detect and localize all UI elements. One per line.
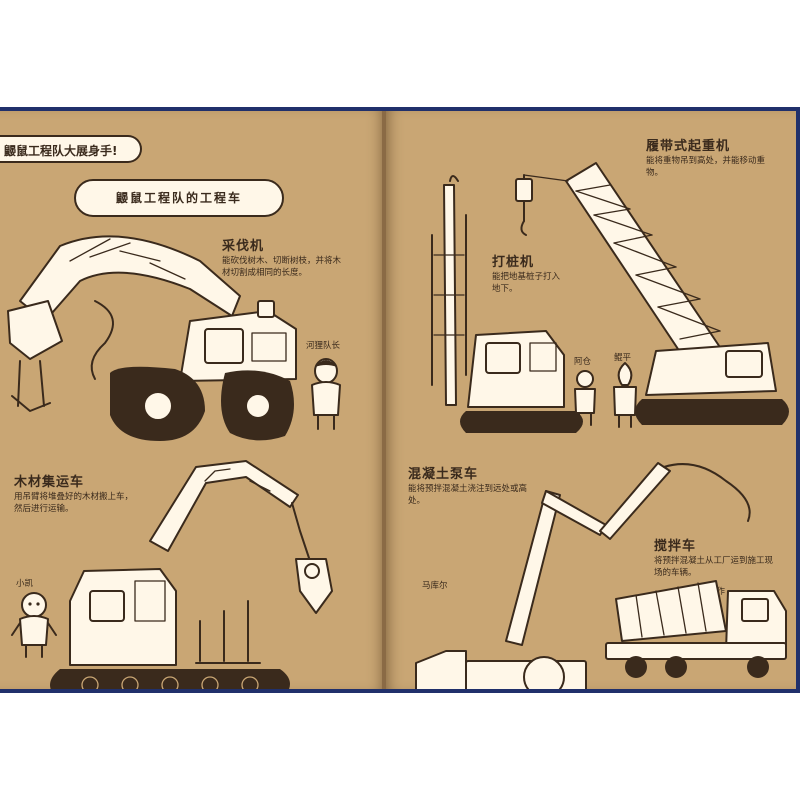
feller-description: 能砍伐树木、切断树枝，并将木材切割成相同的长度。 — [222, 256, 342, 278]
captain-beaver-character — [311, 358, 341, 430]
pile-driver-description: 能把地基桩子打入地下。 — [492, 272, 561, 294]
open-book: 鼹鼠工程队大展身手! 鼹鼠工程队的工程车 — [0, 107, 800, 693]
mixer-truck-title: 搅拌车 — [654, 539, 697, 554]
page-banner: 鼹鼠工程队大展身手! — [0, 135, 142, 163]
character-azhou-label: 阿仓 — [574, 357, 592, 367]
azhou-character — [574, 370, 596, 426]
log-loader-description: 用吊臂将堆叠好的木材搬上车，然后进行运输。 — [14, 492, 134, 514]
log-loader-title: 木材集运车 — [14, 475, 85, 490]
pile-driver-title: 打桩机 — [492, 255, 535, 270]
left-page: 鼹鼠工程队大展身手! 鼹鼠工程队的工程车 — [0, 111, 384, 689]
section-title: 鼹鼠工程队的工程车 — [74, 179, 284, 217]
character-xiaokai-label: 小凯 — [16, 579, 34, 589]
character-kunping-label: 鲲平 — [614, 353, 632, 363]
crawler-crane-title: 履带式起重机 — [646, 139, 731, 154]
right-page: 打桩机 能把地基桩子打入地下。 履带式起重机 能将重物吊到高处，并能移动重物。 … — [386, 111, 796, 689]
pump-truck-title: 混凝土泵车 — [408, 467, 479, 482]
kunping-character — [613, 362, 637, 428]
mixer-truck-illustration — [605, 580, 787, 678]
pump-truck-illustration — [415, 462, 751, 689]
xiaokai-character — [11, 592, 57, 658]
crawler-crane-description: 能将重物吊到高处，并能移动重物。 — [646, 156, 766, 178]
mixer-truck-description: 将预拌混凝土从工厂运到施工现场的车辆。 — [654, 556, 774, 578]
feller-illustration — [7, 235, 297, 441]
character-captain-label: 河狸队长 — [306, 341, 341, 351]
log-loader-illustration — [50, 460, 333, 689]
character-makuer-label: 马库尔 — [422, 581, 448, 591]
pile-driver-illustration — [431, 175, 583, 433]
feller-title: 采伐机 — [222, 239, 265, 254]
book-spine — [382, 111, 388, 689]
crawler-crane-illustration — [515, 162, 789, 425]
pump-truck-description: 能将预拌混凝土浇注到远处或高处。 — [408, 484, 528, 506]
